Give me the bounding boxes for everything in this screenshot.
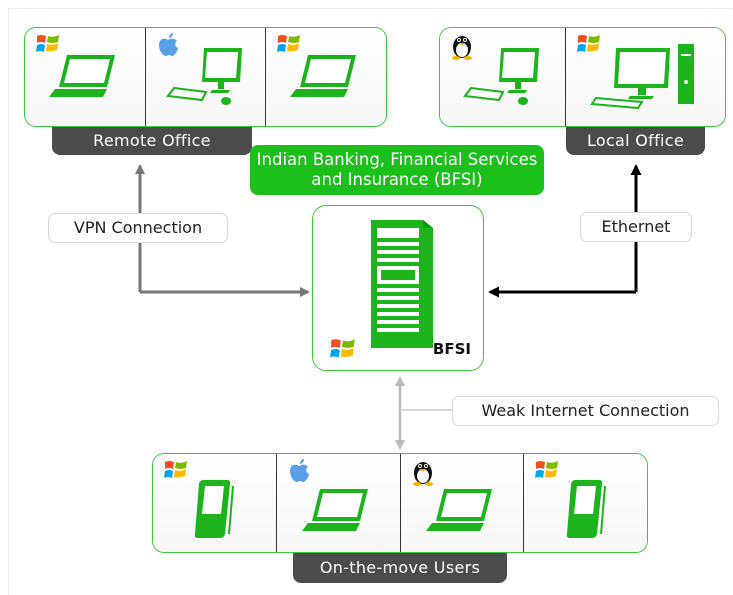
windows-logo-icon [330, 339, 355, 358]
linux-tux-icon [412, 462, 433, 486]
laptop-icon [290, 55, 357, 97]
remote-office-laptop-1 [25, 28, 146, 126]
frame-left-border [8, 8, 9, 595]
ethernet-label: Ethernet [580, 212, 692, 242]
mobile-user-phone-1 [153, 454, 277, 552]
laptop-icon [302, 488, 369, 531]
windows-logo-icon [535, 461, 559, 478]
desktop-tower-icon [589, 44, 694, 110]
windows-logo-icon [577, 35, 600, 52]
mobile-users-caption: On-the-move Users [293, 553, 507, 583]
smartphone-icon [566, 479, 606, 538]
vpn-connection-label: VPN Connection [48, 213, 228, 243]
apple-logo-icon [158, 33, 178, 56]
laptop-icon [425, 488, 492, 531]
server-rack-icon [371, 220, 433, 348]
bfsi-server: BFSI [312, 205, 484, 371]
local-office-desktop-tower [566, 28, 725, 126]
desktop-computer-icon [165, 48, 242, 105]
desktop-computer-icon [462, 48, 539, 105]
remote-office-group [24, 27, 387, 127]
windows-logo-icon [164, 461, 187, 478]
mobile-user-laptop-linux [400, 454, 525, 552]
remote-office-laptop-2 [266, 28, 386, 126]
local-office-caption: Local Office [566, 127, 705, 155]
mobile-users-group [152, 453, 648, 553]
bfsi-title-banner: Indian Banking, Financial Services and I… [250, 145, 544, 195]
laptop-icon [48, 55, 115, 97]
apple-logo-icon [289, 459, 309, 482]
windows-logo-icon [277, 35, 301, 52]
frame-top-border [8, 8, 733, 9]
server-label: BFSI [432, 340, 471, 358]
smartphone-icon [195, 479, 235, 538]
local-office-group [439, 27, 726, 127]
linux-tux-icon [452, 36, 472, 60]
local-office-desktop [440, 28, 566, 126]
windows-logo-icon [36, 35, 59, 52]
mobile-user-laptop-mac [276, 454, 401, 552]
remote-office-caption: Remote Office [52, 127, 252, 155]
mobile-user-phone-2 [524, 454, 647, 552]
remote-office-desktop [145, 28, 267, 126]
weak-internet-label: Weak Internet Connection [452, 396, 719, 426]
